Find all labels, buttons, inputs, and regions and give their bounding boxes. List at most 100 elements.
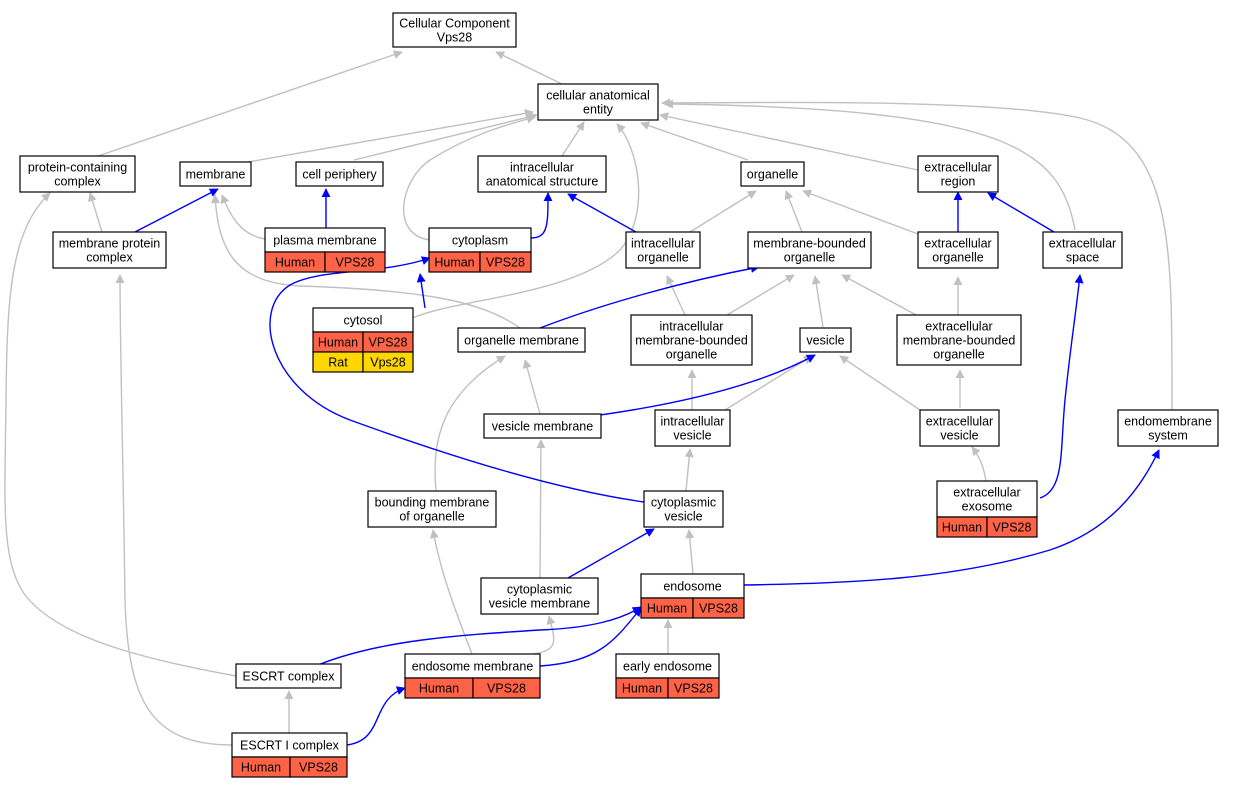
node-box (640, 573, 745, 599)
node-box (740, 161, 805, 187)
node-box (179, 161, 252, 187)
node-label: ESCRT complex (243, 670, 336, 684)
part-of-edges (134, 188, 1160, 746)
node-label: of organelle (399, 510, 464, 524)
edge-plasma-to-membrane (220, 194, 266, 240)
edge-vesmem-to-orgmem (522, 359, 541, 415)
node-label: organelle (637, 251, 688, 265)
node-label: cellular anatomical (546, 89, 650, 103)
edge-intraorg-to-organelle (689, 190, 757, 233)
node-box (295, 161, 384, 187)
edge-imbo-to-intraorg (666, 275, 686, 316)
edge-orgmem-partof-mbo (539, 264, 760, 329)
edge-escrt-to-pcc (4, 192, 237, 677)
node-label: endomembrane (1124, 415, 1212, 429)
node-label: intracellular (510, 161, 574, 175)
node-label: exosome (962, 500, 1013, 514)
node-membrane[interactable]: membrane (179, 161, 252, 187)
node-label: cell periphery (302, 168, 377, 182)
edge-cytoplasm-partof-ias (530, 192, 553, 239)
species-cell-label: Rat (328, 356, 348, 370)
node-box (264, 227, 386, 253)
node-label: membrane-bounded (635, 334, 748, 348)
edge-bmo-to-orgmem (434, 355, 506, 491)
edge-mpc-partof-membrane (134, 188, 219, 233)
gene-cell-label: VPS28 (699, 602, 738, 616)
node-label: cytoplasmic (507, 583, 572, 597)
node-box (643, 490, 724, 528)
node-label: Vps28 (437, 31, 472, 45)
species-cell-label: Human (434, 256, 474, 270)
node-box (936, 480, 1038, 518)
edge-cytves-to-intves (684, 448, 694, 492)
node-box (799, 327, 852, 353)
edge-embo-to-mbo (841, 274, 919, 317)
edge-ecspace-to-cae (664, 99, 1076, 231)
species-cell-label: Human (647, 602, 687, 616)
node-label: vesicle (664, 510, 702, 524)
edge-organelle-to-cae (640, 121, 749, 161)
node-label: extracellular (925, 320, 992, 334)
node-label: region (941, 175, 976, 189)
edge-cytosol-to-cae (412, 123, 640, 319)
edge-pcc-to-root (97, 50, 403, 157)
node-cell-periphery[interactable]: cell periphery (295, 161, 384, 187)
node-vesicle[interactable]: vesicle (799, 327, 852, 353)
node-label: vesicle (940, 429, 978, 443)
edge-escrti-to-mpc (115, 274, 233, 746)
edge-ecves-to-vesicle (839, 355, 921, 411)
node-label: vesicle membrane (492, 420, 593, 434)
edge-mbo-to-organelle (784, 190, 803, 233)
node-box (404, 653, 541, 679)
edge-intraorg-partof-ias (567, 193, 637, 233)
edge-ias-to-cae (561, 121, 585, 157)
node-label: space (1066, 251, 1099, 265)
gene-cell-label: VPS28 (487, 682, 526, 696)
node-organelle-membrane[interactable]: organelle membrane (457, 327, 586, 353)
gene-cell-label: VPS28 (993, 521, 1032, 535)
node-label: extracellular (924, 237, 991, 251)
edge-vesmem-partof-vesicle (577, 354, 816, 419)
species-cell-label: Human (275, 256, 315, 270)
node-box (483, 413, 602, 439)
edge-escrt-partof-endosome (317, 606, 642, 666)
node-label: organelle membrane (464, 334, 579, 348)
gene-cell-label: VPS28 (674, 682, 713, 696)
node-box (428, 227, 532, 253)
node-label: extracellular (1049, 237, 1116, 251)
node-label: vesicle membrane (489, 597, 590, 611)
node-escrt-complex[interactable]: ESCRT complex (235, 663, 342, 689)
node-label: vesicle (806, 334, 844, 348)
node-organelle[interactable]: organelle (740, 161, 805, 187)
node-vesicle-membrane[interactable]: vesicle membrane (483, 413, 602, 439)
gene-cell (289, 756, 348, 778)
node-label: complex (86, 251, 133, 265)
